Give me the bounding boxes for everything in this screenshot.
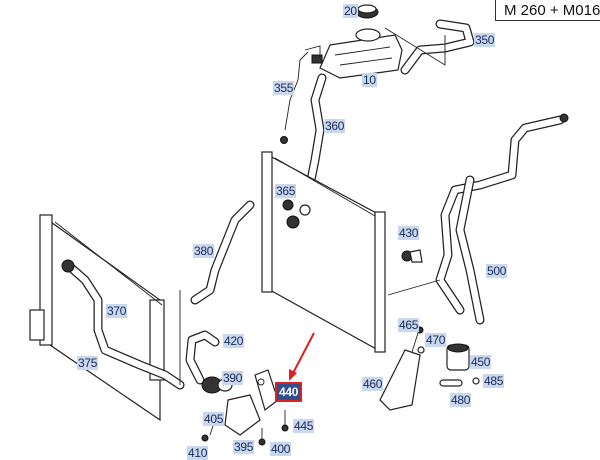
part-label-350[interactable]: 350 [474,33,496,47]
part-label-355[interactable]: 355 [273,81,295,95]
hose-370 [61,259,185,390]
part-label-420[interactable]: 420 [223,334,245,348]
part-label-380[interactable]: 380 [193,244,215,258]
part-label-485[interactable]: 485 [483,374,505,388]
part-label-400[interactable]: 400 [270,442,292,456]
part-label-360[interactable]: 360 [324,119,346,133]
connector-365 [282,199,311,229]
part-label-405[interactable]: 405 [203,412,225,426]
hose-420 [185,330,220,385]
part-label-410[interactable]: 410 [187,446,209,460]
part-label-450[interactable]: 450 [470,355,492,369]
part-label-10[interactable]: 10 [362,73,377,87]
bracket-395 [201,394,266,446]
connector-430 [401,249,423,263]
part-label-430[interactable]: 430 [398,226,420,240]
expansion-tank-cap [355,4,379,19]
expansion-tank [311,28,403,79]
part-label-445[interactable]: 445 [293,419,315,433]
part-label-390[interactable]: 390 [222,371,244,385]
hose-350 [384,19,475,75]
part-label-395[interactable]: 395 [233,440,255,454]
part-label-440-highlighted[interactable]: 440 [275,382,303,402]
pointer-arrow [289,332,315,381]
pipe-355 [280,45,321,144]
bracket-460 [379,326,425,411]
part-label-460[interactable]: 460 [362,377,384,391]
pump-450 [439,343,480,387]
hose-380 [179,200,255,385]
radiator-main [261,151,386,353]
part-label-470[interactable]: 470 [425,333,447,347]
part-label-375[interactable]: 375 [77,356,99,370]
part-label-465[interactable]: 465 [398,318,420,332]
part-label-20[interactable]: 20 [343,4,358,18]
engine-code-box: M 260 + M016 [495,0,600,21]
part-label-480[interactable]: 480 [450,393,472,407]
part-label-500[interactable]: 500 [486,264,508,278]
hose-assembly-500 [387,113,569,325]
part-label-365[interactable]: 365 [275,184,297,198]
part-label-370[interactable]: 370 [106,304,128,318]
